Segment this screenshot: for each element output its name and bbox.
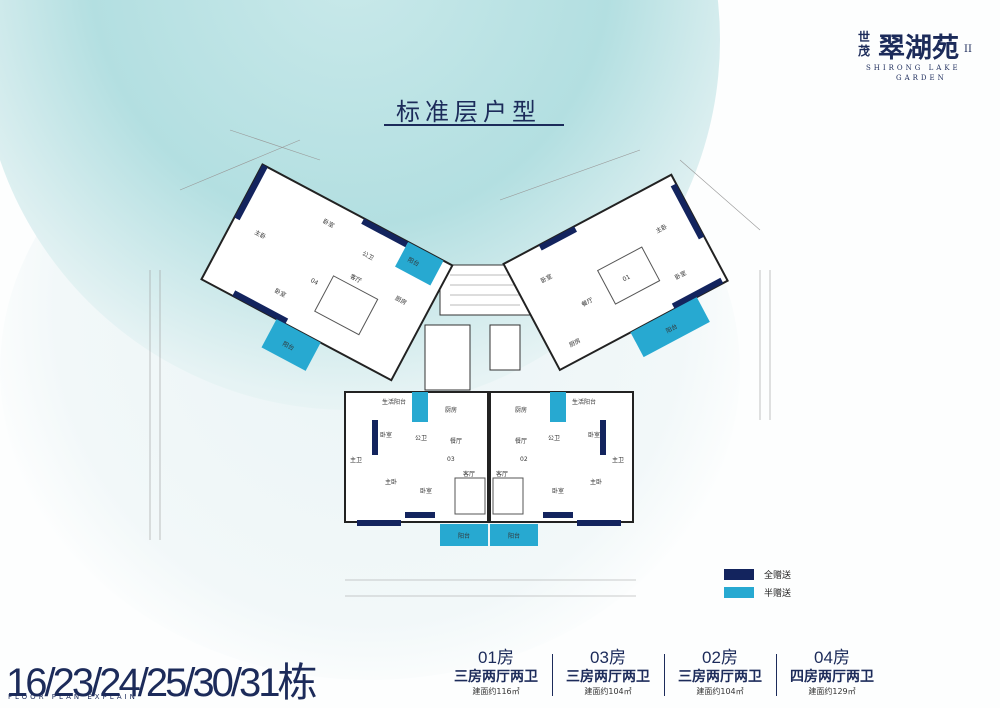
room-label: 主卫: [612, 456, 624, 464]
room-label: 阳台: [508, 532, 520, 540]
building-numbers: 16/23/24/25/30/31栋: [6, 661, 318, 705]
unit-area: 建面约129㎡: [808, 687, 856, 696]
unit-01: 01房 三房两厅两卫 建面约116㎡: [440, 648, 552, 698]
room-label: 主卧: [385, 478, 397, 486]
unit-03-plan: 生活阳台 厨房 卧室 公卫 餐厅 客厅 主卫 主卧 卧室 阳台 03: [344, 391, 489, 546]
room-label: 餐厅: [450, 437, 462, 445]
room-label: 卧室: [420, 487, 432, 495]
room-label: 生活阳台: [382, 398, 406, 406]
legend-item-full: 全赠送: [724, 566, 791, 582]
unit-area: 建面约116㎡: [472, 687, 520, 696]
dimension-lines: [149, 129, 771, 597]
unit-03: 03房 三房两厅两卫 建面约104㎡: [552, 648, 664, 698]
unit-04-plan: 主卧 卧室 卧室 客厅 厨房 阳台 阳台 公卫 04: [200, 163, 454, 382]
unit-summary: 01房 三房两厅两卫 建面约116㎡ 03房 三房两厅两卫 建面约104㎡ 02…: [440, 648, 888, 698]
room-label: 厨房: [515, 406, 527, 414]
legend-label: 全赠送: [764, 570, 792, 581]
unit-02: 02房 三房两厅两卫 建面约104㎡: [664, 648, 776, 698]
room-label: 卧室: [552, 487, 564, 495]
room-label: 主卧: [590, 478, 602, 486]
room-label: 客厅: [463, 470, 475, 478]
room-label: 公卫: [548, 435, 560, 442]
legend-swatch-navy: [724, 568, 754, 580]
room-label: 主卫: [350, 456, 362, 464]
subtitle: FLOOR PLAN EXPLAIN: [8, 693, 138, 701]
legend-swatch-cyan: [724, 586, 754, 598]
unit-area: 建面约104㎡: [696, 687, 744, 696]
unit-number: 04房: [814, 648, 850, 667]
unit-04: 04房 四房两厅两卫 建面约129㎡: [776, 648, 888, 698]
room-label: 卧室: [380, 431, 392, 439]
logo-project-name: 翠湖苑: [878, 33, 959, 64]
unit-type: 四房两厅两卫: [790, 669, 874, 685]
logo-en-line1: SHIRONG LAKE: [866, 64, 961, 72]
project-logo: 世茂 翠湖苑 II SHIRONG LAKE GARDEN: [858, 26, 992, 86]
unit-area: 建面约104㎡: [584, 687, 632, 696]
logo-en-line2: GARDEN: [896, 74, 947, 82]
unit-02-plan: 生活阳台 厨房 卧室 公卫 餐厅 客厅 主卫 主卧 卧室 阳台 02: [489, 391, 634, 546]
room-label: 公卫: [361, 250, 375, 262]
room-label: 卧室: [588, 431, 600, 439]
room-label: 生活阳台: [572, 398, 596, 406]
unit-number: 01房: [478, 648, 514, 667]
legend: 全赠送 半赠送: [724, 566, 791, 602]
page-title: 标准层户型: [396, 98, 541, 126]
logo-phase: II: [964, 44, 972, 55]
unit-type: 三房两厅两卫: [566, 669, 650, 685]
unit-type: 三房两厅两卫: [454, 669, 538, 685]
unit-type: 三房两厅两卫: [678, 669, 762, 685]
room-label: 阳台: [458, 532, 470, 540]
room-label: 客厅: [496, 470, 508, 478]
logo-brand: 世茂: [858, 30, 871, 58]
unit-tag: 01: [622, 273, 632, 283]
room-label: 厨房: [445, 406, 457, 414]
unit-number: 03房: [590, 648, 626, 667]
unit-tag: 04: [309, 277, 319, 287]
title-underline: [384, 124, 564, 126]
room-label: 公卫: [415, 435, 427, 442]
unit-number: 02房: [702, 648, 738, 667]
legend-label: 半赠送: [764, 588, 792, 599]
unit-tag: 02: [520, 456, 528, 463]
room-label: 餐厅: [515, 437, 527, 445]
unit-01-plan: 主卧 卧室 卧室 餐厅 厨房 阳台 01: [502, 173, 729, 372]
unit-tag: 03: [447, 456, 455, 463]
legend-item-half: 半赠送: [724, 584, 791, 600]
